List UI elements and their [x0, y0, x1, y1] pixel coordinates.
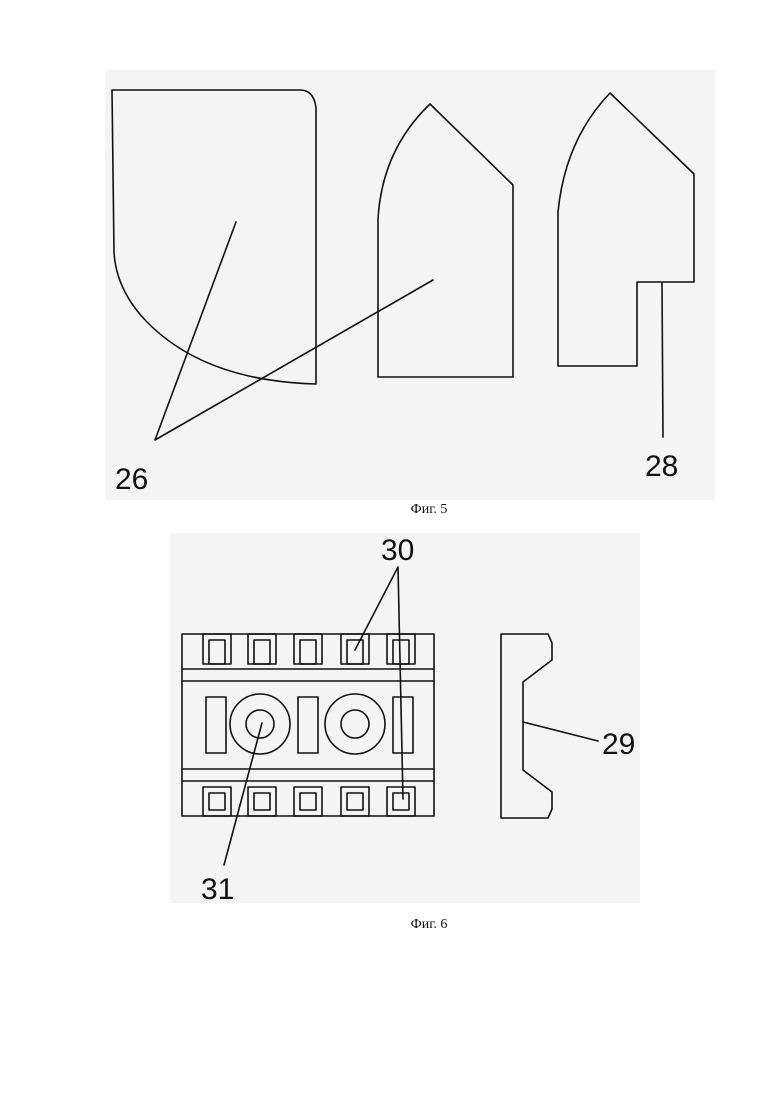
fig6-main-body	[182, 634, 434, 816]
fig5-leader-lines-26	[155, 222, 433, 440]
large-ring	[325, 694, 385, 754]
fig6-bottom-slots	[203, 787, 415, 816]
figure-5-caption: Фиг. 5	[369, 502, 489, 518]
small-ring	[246, 710, 274, 738]
reference-label-31: 31	[201, 873, 234, 906]
bottom-slot-inner	[300, 793, 316, 810]
vertical-slot	[393, 697, 413, 753]
fig5-right-profile	[558, 93, 694, 366]
fig6-top-slots	[203, 634, 415, 664]
bottom-slot-inner	[254, 793, 270, 810]
fig6-leader-lines-30	[355, 567, 403, 799]
bottom-slot-inner	[347, 793, 363, 810]
bottom-slot	[341, 787, 369, 816]
top-slot-inner	[254, 640, 270, 664]
fig6-leader-line-31	[224, 723, 262, 865]
bottom-slot	[248, 787, 276, 816]
top-slot	[294, 634, 322, 664]
top-slot-inner	[209, 640, 225, 664]
bottom-slot-inner	[393, 793, 409, 810]
top-slot	[387, 634, 415, 664]
bottom-slot	[387, 787, 415, 816]
reference-label-29: 29	[602, 728, 635, 761]
reference-label-30: 30	[381, 534, 414, 567]
large-ring	[230, 694, 290, 754]
bottom-slot	[294, 787, 322, 816]
reference-label-28: 28	[645, 450, 678, 483]
top-slot-inner	[300, 640, 316, 664]
top-slot	[203, 634, 231, 664]
top-slot-inner	[393, 640, 409, 664]
top-slot	[248, 634, 276, 664]
fig5-leader-line-28	[662, 283, 663, 437]
bottom-slot-inner	[209, 793, 225, 810]
fig6-center-features	[206, 694, 413, 754]
vertical-slot	[298, 697, 318, 753]
top-slot-inner	[347, 640, 363, 664]
small-ring	[341, 710, 369, 738]
fig5-left-plate	[112, 90, 316, 384]
fig6-side-profile	[501, 634, 552, 818]
vertical-slot	[206, 697, 226, 753]
fig5-middle-profile	[378, 104, 513, 377]
fig6-leader-line-29	[523, 722, 598, 741]
figure-6-caption: Фиг. 6	[369, 917, 489, 933]
bottom-slot	[203, 787, 231, 816]
reference-label-26: 26	[115, 463, 148, 496]
